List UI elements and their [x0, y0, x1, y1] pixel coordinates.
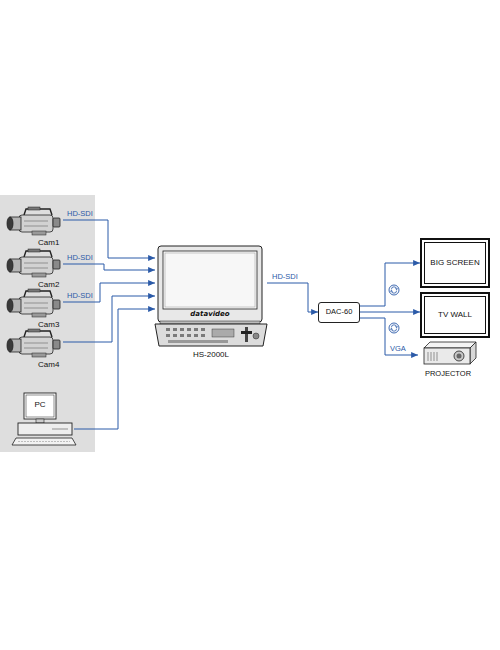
- switcher-display: [212, 329, 234, 337]
- display-box: BIG SCREEN: [420, 238, 490, 288]
- switcher-button: [201, 328, 205, 331]
- pc-drive: [52, 429, 68, 430]
- signal-label: VGA: [389, 345, 407, 353]
- switcher-button: [173, 328, 177, 331]
- switcher-panel: [155, 324, 267, 346]
- signal-connector: [63, 264, 155, 270]
- switcher-button: [194, 328, 198, 331]
- projector-vent: [434, 352, 435, 361]
- camera-label: Cam2: [38, 280, 61, 289]
- converter-heads: [390, 326, 397, 330]
- source-panel: [0, 195, 95, 452]
- switcher-node: HS-2000L: [155, 245, 267, 362]
- display-label: TV WALL: [438, 310, 472, 319]
- switcher-lid: [158, 246, 262, 322]
- switcher-button: [194, 334, 198, 337]
- camera-icon: [7, 249, 60, 277]
- projector-top: [424, 342, 476, 348]
- pc-label: PC: [26, 400, 54, 409]
- camera-label: Cam3: [38, 320, 61, 329]
- projector-lens-inner: [457, 354, 462, 359]
- brand-logo: datavideo: [190, 311, 229, 319]
- projector-vents: [428, 352, 437, 361]
- signal-label: HD-SDI: [66, 254, 94, 262]
- projector-side: [470, 342, 476, 364]
- camera-node: Cam3: [4, 288, 63, 332]
- converter-symbol: [389, 323, 399, 333]
- signal-label: HD-SDI: [66, 292, 94, 300]
- switcher-button: [201, 334, 205, 337]
- signal-connector: [360, 318, 418, 355]
- switcher-screen-inner: [165, 253, 255, 307]
- device-label: DAC-60: [323, 308, 355, 317]
- pc-stand: [36, 419, 44, 423]
- switcher-screen: [163, 251, 257, 309]
- projector-body: [424, 348, 470, 364]
- converter-ring: [389, 285, 399, 295]
- switcher-tbar: [245, 327, 248, 342]
- projector-vent: [431, 352, 432, 361]
- switcher-button: [180, 328, 184, 331]
- signal-label: HD-SDI: [66, 210, 94, 218]
- device-label: HS-2000L: [157, 350, 265, 359]
- switcher-keyrow: [168, 340, 228, 343]
- projector-vent: [428, 352, 429, 361]
- pc-screen: [26, 395, 54, 417]
- switcher-button: [166, 328, 170, 331]
- signal-connector: [63, 283, 155, 302]
- camera-node: Cam4: [4, 328, 63, 372]
- signal-connector: [63, 220, 155, 258]
- switcher-button: [187, 328, 191, 331]
- switcher-button: [187, 334, 191, 337]
- converter-symbol: [389, 285, 399, 295]
- display-box: TV WALL: [420, 292, 490, 338]
- converter-ring: [389, 323, 399, 333]
- signal-connector: [360, 312, 420, 313]
- switcher-tbar-handle: [241, 331, 252, 334]
- camera-icon: [7, 289, 60, 317]
- camera-label: Cam4: [38, 360, 61, 369]
- converter-arrows: [391, 287, 396, 293]
- camera-icon: [7, 207, 60, 235]
- pc-node: PC: [14, 392, 74, 446]
- projector-lens: [454, 351, 464, 361]
- pc-keys: [18, 441, 70, 442]
- switcher-button: [180, 334, 184, 337]
- signal-connector: [74, 309, 155, 429]
- projector-vent: [437, 352, 438, 361]
- device-label: PROJECTOR: [420, 370, 476, 379]
- switcher-buttons: [166, 328, 234, 343]
- switcher-joystick: [253, 333, 259, 339]
- converter-box: DAC-60: [318, 302, 360, 323]
- display-label: BIG SCREEN: [430, 258, 479, 267]
- projector-node: PROJECTOR: [418, 340, 478, 388]
- switcher-button: [166, 334, 170, 337]
- converter-arrows: [391, 325, 396, 331]
- signal-connector: [63, 296, 155, 342]
- camera-node: Cam2: [4, 248, 63, 292]
- switcher-button: [173, 334, 177, 337]
- pc-monitor: [24, 393, 56, 419]
- converter-heads: [390, 288, 397, 292]
- camera-icon: [7, 329, 60, 357]
- signal-connector: [360, 263, 420, 306]
- pc-keyboard: [12, 438, 76, 445]
- camera-label: Cam1: [38, 238, 61, 247]
- connector-group: [63, 220, 420, 429]
- camera-node: Cam1: [4, 206, 63, 250]
- signal-label: HD-SDI: [271, 273, 299, 281]
- pc-case: [18, 423, 72, 435]
- signal-connector: [267, 283, 318, 312]
